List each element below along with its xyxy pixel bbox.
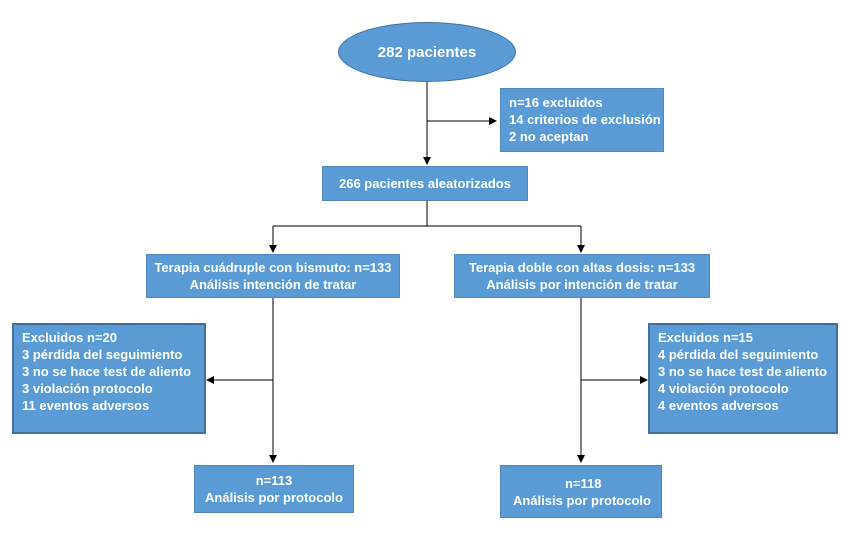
final-left-label: Análisis por protocolo [205, 490, 343, 505]
excluded-left-line: Excluidos n=20 [22, 330, 118, 345]
excluded-right-line: 4 eventos adversos [658, 398, 779, 413]
arm-left-subtitle: Análisis intención de tratar [189, 277, 357, 292]
arm-right-title: Terapia doble con altas dosis: n=133 [468, 260, 696, 275]
excluded-right-line: 3 no se hace test de aliento [658, 364, 828, 379]
start-node: 282 pacientes [338, 22, 516, 82]
final-right-count: n=118 [565, 475, 602, 491]
excluded-left-line: 3 no se hace test de aliento [22, 364, 192, 379]
final-right-label: Análisis por protocolo [513, 492, 651, 508]
excluded-initial-box: n=16 excluidos 14 criterios de exclusión… [500, 88, 664, 152]
arm-left-title: Terapia cuádruple con bismuto: n=133 [154, 260, 392, 275]
final-left-box: n=113 Análisis por protocolo [194, 465, 354, 513]
excluded-right-line: 4 violación protocolo [658, 381, 789, 396]
excluded-initial-line: n=16 excluidos [509, 95, 603, 110]
excluded-initial-line: 2 no aceptan [509, 129, 589, 144]
randomized-box: 266 pacientes aleatorizados [322, 166, 528, 201]
final-right-box: n=118 Análisis por protocolo [500, 465, 662, 518]
excluded-left-line: 11 eventos adversos [22, 398, 150, 413]
excluded-initial-line: 14 criterios de exclusión [509, 112, 661, 127]
excluded-right-line: 4 pérdida del seguimiento [658, 347, 819, 362]
randomized-label: 266 pacientes aleatorizados [339, 176, 511, 191]
excluded-left-line: 3 violación protocolo [22, 381, 153, 396]
final-left-count: n=113 [255, 473, 293, 488]
excluded-right-box: Excluidos n=15 4 pérdida del seguimiento… [648, 323, 838, 434]
start-label: 282 pacientes [377, 43, 477, 61]
arm-left-box: Terapia cuádruple con bismuto: n=133 Aná… [146, 254, 400, 298]
excluded-right-line: Excluidos n=15 [658, 330, 754, 345]
excluded-left-line: 3 pérdida del seguimiento [22, 347, 183, 362]
excluded-left-box: Excluidos n=20 3 pérdida del seguimiento… [12, 323, 206, 434]
arm-right-subtitle: Análisis por intención de tratar [486, 277, 678, 292]
arm-right-box: Terapia doble con altas dosis: n=133 Aná… [454, 254, 710, 298]
